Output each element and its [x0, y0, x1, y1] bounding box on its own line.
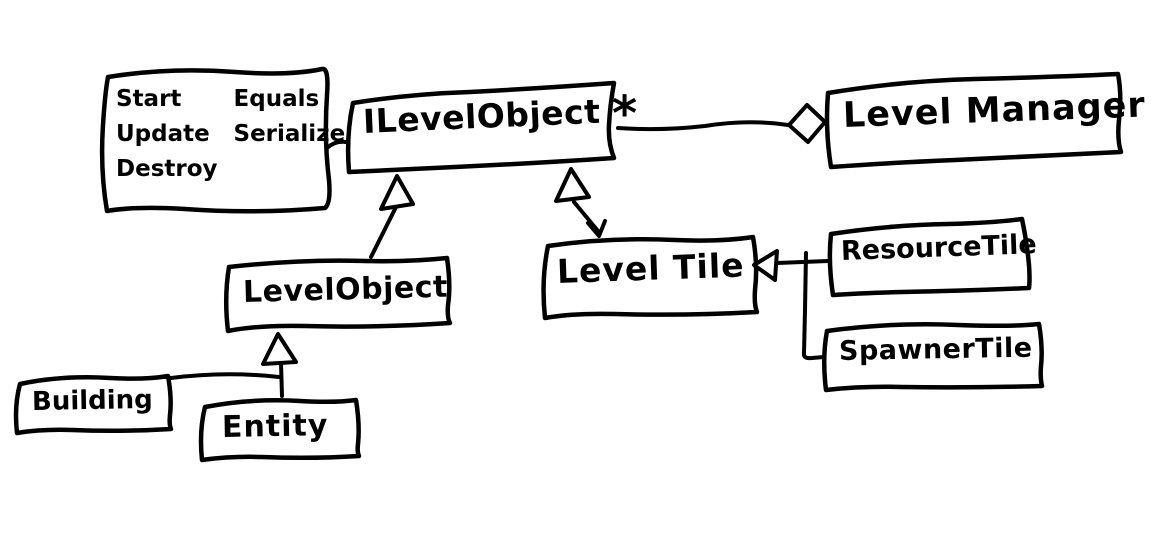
- inheritance-line-entity: [279, 361, 284, 398]
- class-label-spawnertile: SpawnerTile: [838, 332, 1033, 367]
- resourcetile-connector-line: [775, 259, 830, 265]
- aggregation-diamond-icon: [787, 103, 827, 144]
- ilevelobject-box: [345, 80, 617, 175]
- aggregation-multiplicity: *: [612, 86, 638, 142]
- methods-note-col1: Start Update Destroy: [116, 82, 218, 187]
- methods-note-box: [99, 66, 332, 214]
- inheritance-triangle-levelobject-icon: [261, 332, 298, 366]
- class-label-leveltile: Level Tile: [556, 245, 746, 291]
- spawnertile-connector-line: [801, 251, 826, 361]
- leveltile-line-arrowhead-icon: [586, 219, 607, 238]
- levelobject-box: [223, 255, 453, 334]
- spawnertile-box: [822, 321, 1045, 393]
- leveltile-box: [541, 234, 760, 321]
- resourcetile-box: [827, 216, 1032, 298]
- method-equals: Equals: [233, 86, 320, 112]
- methods-note: Start Update Destroy Equals Serialize: [116, 82, 345, 187]
- method-serialize: Serialize: [233, 121, 346, 147]
- inheritance-line-levelobject: [369, 205, 398, 259]
- inheritance-triangle-ilevelobject-left-icon: [379, 174, 415, 211]
- inheritance-triangle-leveltile-icon: [752, 249, 779, 282]
- method-start: Start: [116, 86, 182, 112]
- inheritance-triangle-ilevelobject-right-icon: [554, 167, 591, 203]
- aggregation-line: [616, 120, 790, 132]
- methods-note-col2: Equals Serialize: [234, 82, 346, 187]
- method-destroy: Destroy: [116, 156, 218, 182]
- building-connector-line: [169, 372, 281, 380]
- method-update: Update: [116, 121, 210, 147]
- building-box: [13, 373, 174, 436]
- class-label-building: Building: [31, 384, 154, 417]
- class-label-levelobject: LevelObject: [242, 269, 449, 310]
- entity-box: [198, 397, 362, 463]
- class-label-entity: Entity: [221, 408, 329, 445]
- levelmanager-box: [824, 71, 1124, 170]
- inheritance-line-leveltile: [572, 200, 600, 233]
- class-label-resourcetile: ResourceTile: [840, 229, 1038, 267]
